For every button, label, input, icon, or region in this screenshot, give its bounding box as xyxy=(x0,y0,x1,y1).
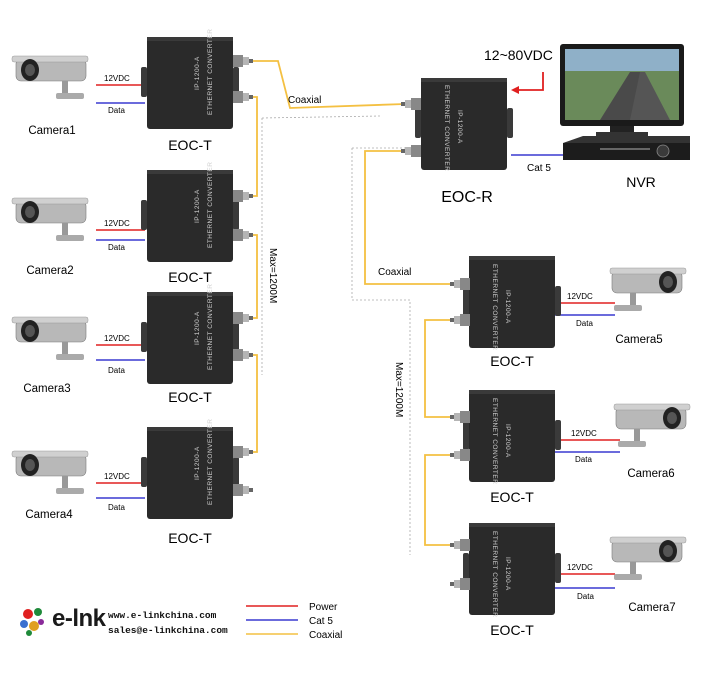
power-label: 12VDC xyxy=(104,334,130,343)
max-distance-label: Max=1200M xyxy=(393,362,404,417)
model-text: IP-1200-A xyxy=(456,110,463,144)
legend-power: Power xyxy=(309,602,338,613)
eoc-r-device: IP-1200-A ETHERNET CONVERTER EOC-R xyxy=(401,78,513,206)
eoc-t-device-3: IP-1200-A ETHERNET CONVERTER EOC-T xyxy=(141,284,253,405)
device-label: EOC-T xyxy=(168,389,212,405)
eoc-t-device-2: IP-1200-A ETHERNET CONVERTER EOC-T xyxy=(141,162,253,285)
model-text: IP-1200-A xyxy=(194,311,201,345)
subtitle-text: ETHERNET CONVERTER xyxy=(443,85,450,171)
camera-1-icon xyxy=(11,55,89,100)
data-label: Data xyxy=(575,455,592,464)
camera-7-icon xyxy=(609,536,687,581)
camera-label: Camera7 xyxy=(628,602,675,614)
power-label: 12VDC xyxy=(567,563,593,572)
cat5-label: Cat 5 xyxy=(527,163,551,174)
coaxial-label: Coaxial xyxy=(378,267,411,278)
nvr-label: NVR xyxy=(626,174,656,190)
model-text: IP-1200-A xyxy=(504,290,511,324)
max-distance-label: Max=1200M xyxy=(267,248,278,303)
data-label: Data xyxy=(577,592,594,601)
camera-2-icon xyxy=(11,197,89,242)
eoc-t-device-5: IP-1200-A ETHERNET CONVERTER EOC-T xyxy=(450,256,561,369)
subtitle-text: ETHERNET CONVERTER xyxy=(491,264,498,350)
power-label: 12VDC xyxy=(571,429,597,438)
contact-info: www.e-linkchina.com sales@e-linkchina.co… xyxy=(108,608,228,638)
legend-cat5: Cat 5 xyxy=(309,616,333,627)
group-outline xyxy=(261,115,420,555)
camera-label: Camera2 xyxy=(26,265,73,277)
website-link[interactable]: www.e-linkchina.com xyxy=(108,610,217,621)
nvr-power-label: 12~80VDC xyxy=(484,47,553,63)
camera-label: Camera5 xyxy=(615,334,662,346)
power-label: 12VDC xyxy=(567,292,593,301)
power-label: 12VDC xyxy=(104,472,130,481)
device-label: EOC-T xyxy=(168,530,212,546)
camera-label: Camera6 xyxy=(627,468,674,480)
model-text: IP-1200-A xyxy=(194,189,201,223)
legend: Power Cat 5 Coaxial xyxy=(246,602,342,641)
camera-3-icon xyxy=(11,316,89,361)
device-label: EOC-T xyxy=(490,489,534,505)
wire-labels: 12VDC Data 12VDC Data 12VDC Data 12VDC D… xyxy=(104,74,597,601)
logo-icon xyxy=(20,608,44,636)
subtitle-text: ETHERNET CONVERTER xyxy=(491,398,498,484)
subtitle-text: ETHERNET CONVERTER xyxy=(207,29,214,115)
logo-text: e-lnk xyxy=(52,605,106,632)
camera-label: Camera4 xyxy=(25,509,73,521)
camera-label: Camera1 xyxy=(28,125,75,137)
device-label: EOC-T xyxy=(490,353,534,369)
monitor-icon xyxy=(560,44,684,136)
camera-6-icon xyxy=(613,403,691,448)
model-text: IP-1200-A xyxy=(504,557,511,591)
subtitle-text: ETHERNET CONVERTER xyxy=(207,419,214,505)
data-label: Data xyxy=(108,503,125,512)
subtitle-text: ETHERNET CONVERTER xyxy=(207,162,214,248)
subtitle-text: ETHERNET CONVERTER xyxy=(491,531,498,617)
device-label: EOC-T xyxy=(490,622,534,638)
email-link[interactable]: sales@e-linkchina.com xyxy=(108,625,228,636)
power-label: 12VDC xyxy=(104,219,130,228)
device-label: EOC-R xyxy=(441,189,493,206)
legend-coaxial: Coaxial xyxy=(309,630,342,641)
camera-wires xyxy=(96,84,620,589)
device-label: EOC-T xyxy=(168,269,212,285)
power-label: 12VDC xyxy=(104,74,130,83)
model-text: IP-1200-A xyxy=(194,446,201,480)
eoc-t-device-1: IP-1200-A ETHERNET CONVERTER EOC-T xyxy=(141,29,253,153)
data-label: Data xyxy=(576,319,593,328)
power-arrow xyxy=(517,72,544,91)
coaxial-label: Coaxial xyxy=(288,95,321,106)
model-text: IP-1200-A xyxy=(194,56,201,90)
subtitle-text: ETHERNET CONVERTER xyxy=(207,284,214,370)
data-label: Data xyxy=(108,106,125,115)
nvr-icon xyxy=(563,136,690,160)
eoc-t-device-4: IP-1200-A ETHERNET CONVERTER EOC-T xyxy=(141,419,253,546)
camera-5-icon xyxy=(609,267,687,312)
data-label: Data xyxy=(108,366,125,375)
data-label: Data xyxy=(108,243,125,252)
camera-label: Camera3 xyxy=(23,383,70,395)
device-label: EOC-T xyxy=(168,137,212,153)
model-text: IP-1200-A xyxy=(504,424,511,458)
camera-4-icon xyxy=(11,450,89,495)
eoc-t-device-6: IP-1200-A ETHERNET CONVERTER EOC-T xyxy=(450,390,561,505)
eoc-t-device-7: IP-1200-A ETHERNET CONVERTER EOC-T xyxy=(450,523,561,638)
